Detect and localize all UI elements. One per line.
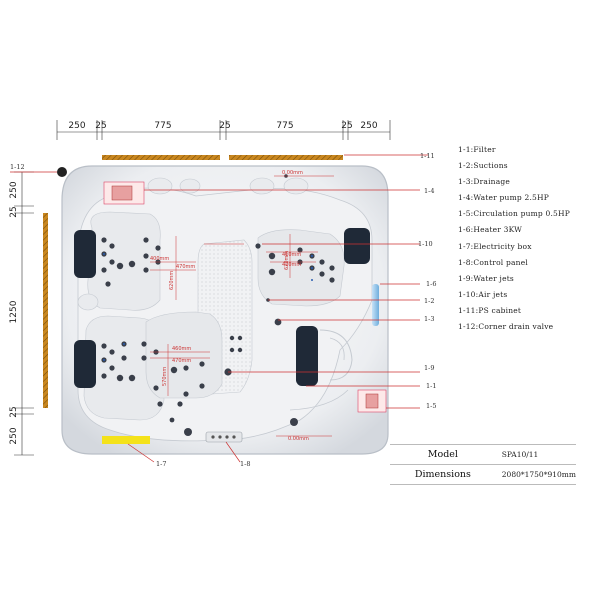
water-pump-icon bbox=[111, 185, 133, 201]
legend-item-water-pump: 1-4:Water pump 2.5HP bbox=[458, 193, 549, 203]
pillow-left-bottom bbox=[74, 340, 96, 388]
callout-1-10: 1-10 bbox=[418, 240, 433, 248]
legend-item-ps-cabinet: 1-11:PS cabinet bbox=[458, 305, 522, 315]
control-panel-button-icon bbox=[225, 435, 229, 439]
dim-left-1: 250 bbox=[9, 181, 19, 198]
filter-pillow bbox=[296, 326, 318, 386]
left-dimension-line: 250 25 1250 25 250 bbox=[9, 171, 34, 456]
inner-dim-3: 470mm bbox=[176, 264, 195, 270]
spa-shell bbox=[61, 165, 389, 455]
ps-cabinet-strip-top-left bbox=[102, 155, 220, 160]
legend-item-circulation-pump: 1-5:Circulation pump 0.5HP bbox=[458, 209, 571, 219]
legend-item-filter: 1-1:Filter bbox=[458, 145, 496, 154]
dim-top-2: 25 bbox=[95, 121, 106, 131]
electricity-box bbox=[102, 436, 150, 444]
model-label: Model bbox=[390, 444, 496, 465]
callout-1-3: 1-3 bbox=[424, 315, 434, 323]
callout-1-7: 1-7 bbox=[156, 460, 166, 468]
control-panel-button-icon bbox=[211, 435, 215, 439]
callout-1-6: 1-6 bbox=[426, 280, 436, 288]
spec-row-model: Model SPA10/11 bbox=[390, 444, 576, 465]
legend-item-suctions: 1-2:Suctions bbox=[458, 161, 508, 171]
inner-dim-4: 620mm bbox=[169, 271, 175, 290]
circulation-pump-icon bbox=[365, 393, 379, 409]
jets-group bbox=[101, 174, 335, 436]
dim-left-5: 250 bbox=[9, 427, 19, 444]
ps-cabinet-strip-left bbox=[43, 213, 48, 408]
callout-1-2: 1-2 bbox=[424, 297, 434, 305]
callout-1-1: 1-1 bbox=[426, 382, 436, 390]
dim-left-3: 1250 bbox=[9, 300, 19, 323]
dim-top-6: 25 bbox=[341, 121, 352, 131]
callout-1-8: 1-8 bbox=[240, 460, 250, 468]
dimensions-label: Dimensions bbox=[390, 464, 496, 485]
inner-dim-5: 570mm bbox=[162, 367, 168, 386]
legend-item-control-panel: 1-8:Control panel bbox=[458, 257, 528, 267]
dim-top-4: 25 bbox=[219, 121, 230, 131]
dim-top-3: 775 bbox=[154, 121, 171, 131]
dim-left-2: 25 bbox=[9, 206, 19, 217]
control-panel-button-icon bbox=[218, 435, 222, 439]
inner-dim-8: 410mm bbox=[282, 252, 301, 258]
inner-dimension-marks bbox=[150, 175, 334, 437]
inner-dim-10: 620mm bbox=[284, 251, 290, 270]
inner-dim-11: 0.00mm bbox=[288, 436, 309, 442]
inner-dim-6: 460mm bbox=[172, 346, 191, 352]
pillow-right bbox=[344, 228, 370, 264]
legend-item-drainage: 1-3:Drainage bbox=[458, 177, 511, 187]
ps-cabinet-strip-top-right bbox=[229, 155, 343, 160]
legend-item-water-jets: 1-9:Water jets bbox=[458, 273, 514, 283]
spec-row-dimensions: Dimensions 2080*1750*910mm bbox=[390, 464, 576, 485]
top-dimension-line: 250 25 775 25 775 25 250 bbox=[56, 120, 391, 140]
legend-item-air-jets: 1-10:Air jets bbox=[458, 289, 508, 299]
spec-table: Model SPA10/11 Dimensions 2080*1750*910m… bbox=[390, 444, 576, 485]
inner-dim-7: 470mm bbox=[172, 358, 191, 364]
dim-top-7: 250 bbox=[360, 121, 377, 131]
pillow-left-top bbox=[74, 230, 96, 278]
dim-top-5: 775 bbox=[276, 121, 293, 131]
callout-leaders bbox=[10, 154, 428, 463]
callout-1-5: 1-5 bbox=[426, 402, 436, 410]
control-panel-button-icon bbox=[232, 435, 236, 439]
legend-item-electricity-box: 1-7:Electricity box bbox=[458, 241, 532, 251]
heater-unit bbox=[372, 284, 379, 326]
inner-dim-2: 400mm bbox=[150, 256, 169, 262]
legend-item-corner-drain-valve: 1-12:Corner drain valve bbox=[458, 322, 554, 332]
inner-dim-1: 0.00mm bbox=[282, 170, 303, 176]
dimensions-value: 2080*1750*910mm bbox=[495, 464, 576, 485]
legend-item-heater: 1-6:Heater 3KW bbox=[458, 225, 523, 235]
inner-dim-9: 420mm bbox=[282, 262, 301, 268]
component-legend: 1-1:Filter 1-2:Suctions 1-3:Drainage 1-4… bbox=[458, 142, 598, 335]
dim-left-4: 25 bbox=[9, 406, 19, 417]
dim-top-1: 250 bbox=[68, 121, 85, 131]
callout-1-12: 1-12 bbox=[10, 163, 25, 171]
corner-drain-valve-icon bbox=[57, 167, 67, 177]
callout-1-9: 1-9 bbox=[424, 364, 434, 372]
control-panel bbox=[205, 431, 243, 443]
callout-1-4: 1-4 bbox=[424, 187, 434, 195]
model-value: SPA10/11 bbox=[495, 444, 576, 465]
callout-1-11: 1-11 bbox=[420, 152, 435, 160]
